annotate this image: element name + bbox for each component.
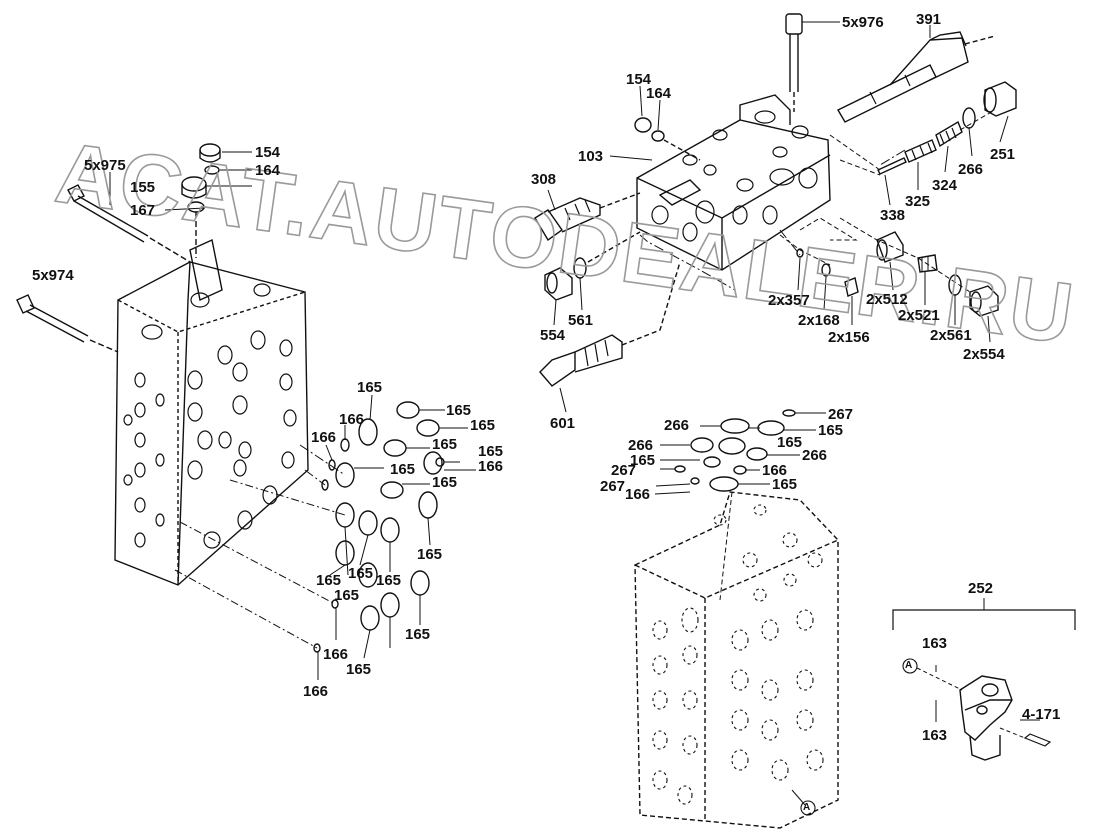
plug-stack-left	[181, 143, 221, 258]
plug-154-164-upper	[634, 85, 701, 161]
label-167: 167	[130, 202, 156, 219]
oring-561	[573, 231, 641, 311]
spring-325	[904, 139, 937, 190]
leader-lines-seals	[174, 394, 476, 680]
label-165: 165	[405, 626, 431, 643]
main-valve-body	[634, 491, 839, 829]
label-5x975: 5x975	[84, 157, 126, 174]
label-2x357: 2x357	[768, 292, 810, 309]
label-4-171: 4-171	[1022, 706, 1061, 723]
relief-valve-308	[534, 189, 641, 242]
spool-391	[837, 25, 996, 123]
cap-251	[983, 81, 1017, 143]
label-166: 166	[762, 462, 788, 479]
label-2x512: 2x512	[866, 291, 908, 308]
small-parts-lower-right	[779, 217, 999, 343]
label-165: 165	[357, 379, 383, 396]
label-324: 324	[932, 177, 958, 194]
label-154: 154	[626, 71, 652, 88]
label-165: 165	[772, 476, 798, 493]
label-165: 165	[432, 474, 458, 491]
label-267: 267	[600, 478, 626, 495]
label-163: 163	[922, 727, 948, 744]
label-165: 165	[432, 436, 458, 453]
label-165: 165	[818, 422, 844, 439]
label-267: 267	[611, 462, 637, 479]
label-338: 338	[880, 207, 906, 224]
label-166: 166	[478, 458, 504, 475]
pin-338	[877, 157, 907, 206]
label-165: 165	[348, 565, 374, 582]
label-325: 325	[905, 193, 931, 210]
plug-554	[544, 267, 573, 326]
label-165: 165	[346, 661, 372, 678]
seal-rings-166	[313, 438, 445, 653]
label-166: 166	[339, 411, 365, 428]
bolt-5x976	[785, 13, 840, 112]
oring-266-top	[962, 107, 976, 157]
bolt-5x975	[67, 184, 191, 263]
left-valve-block	[114, 238, 309, 586]
label-561: 561	[568, 312, 594, 329]
label-2x168: 2x168	[798, 312, 840, 329]
label-103: 103	[578, 148, 604, 165]
seal-cluster-middle	[654, 409, 826, 601]
label-554: 554	[540, 327, 566, 344]
label-5x976: 5x976	[842, 14, 884, 31]
valve-601	[539, 261, 681, 413]
label-165: 165	[334, 587, 360, 604]
label-165: 165	[630, 452, 656, 469]
leader-103	[609, 155, 653, 161]
label-166: 166	[323, 646, 349, 663]
label-266: 266	[958, 161, 984, 178]
label-163: 163	[922, 635, 948, 652]
callout-A: A	[905, 660, 913, 671]
label-166: 166	[625, 486, 651, 503]
label-165: 165	[478, 443, 504, 460]
label-266: 266	[802, 447, 828, 464]
assembly-252	[892, 598, 1076, 761]
label-154: 154	[255, 144, 281, 161]
label-165: 165	[446, 402, 472, 419]
label-251: 251	[990, 146, 1016, 163]
label-164: 164	[255, 162, 281, 179]
assembly-centerlines	[299, 149, 906, 486]
label-2x156: 2x156	[828, 329, 870, 346]
label-266: 266	[628, 437, 654, 454]
callout-circles	[800, 658, 918, 816]
label-2x521: 2x521	[898, 307, 940, 324]
spring-324	[935, 120, 963, 173]
label-165: 165	[316, 572, 342, 589]
callout-A: A	[803, 802, 811, 813]
label-2x554: 2x554	[963, 346, 1005, 363]
label-166: 166	[303, 683, 329, 700]
section-block-103	[636, 94, 831, 271]
label-165: 165	[376, 572, 402, 589]
label-165: 165	[417, 546, 443, 563]
label-252: 252	[968, 580, 994, 597]
label-164: 164	[646, 85, 672, 102]
leader-dash-upper-right	[829, 109, 996, 176]
label-166: 166	[311, 429, 337, 446]
label-5x974: 5x974	[32, 267, 74, 284]
leader-lines-left	[109, 151, 252, 211]
label-165: 165	[777, 434, 803, 451]
label-308: 308	[531, 171, 557, 188]
label-165: 165	[470, 417, 496, 434]
label-155: 155	[130, 179, 156, 196]
seal-rings-165	[335, 401, 443, 631]
label-2x561: 2x561	[930, 327, 972, 344]
bolt-5x974	[16, 294, 119, 353]
label-391: 391	[916, 11, 942, 28]
label-165: 165	[390, 461, 416, 478]
label-601: 601	[550, 415, 576, 432]
label-266: 266	[664, 417, 690, 434]
label-267: 267	[828, 406, 854, 423]
